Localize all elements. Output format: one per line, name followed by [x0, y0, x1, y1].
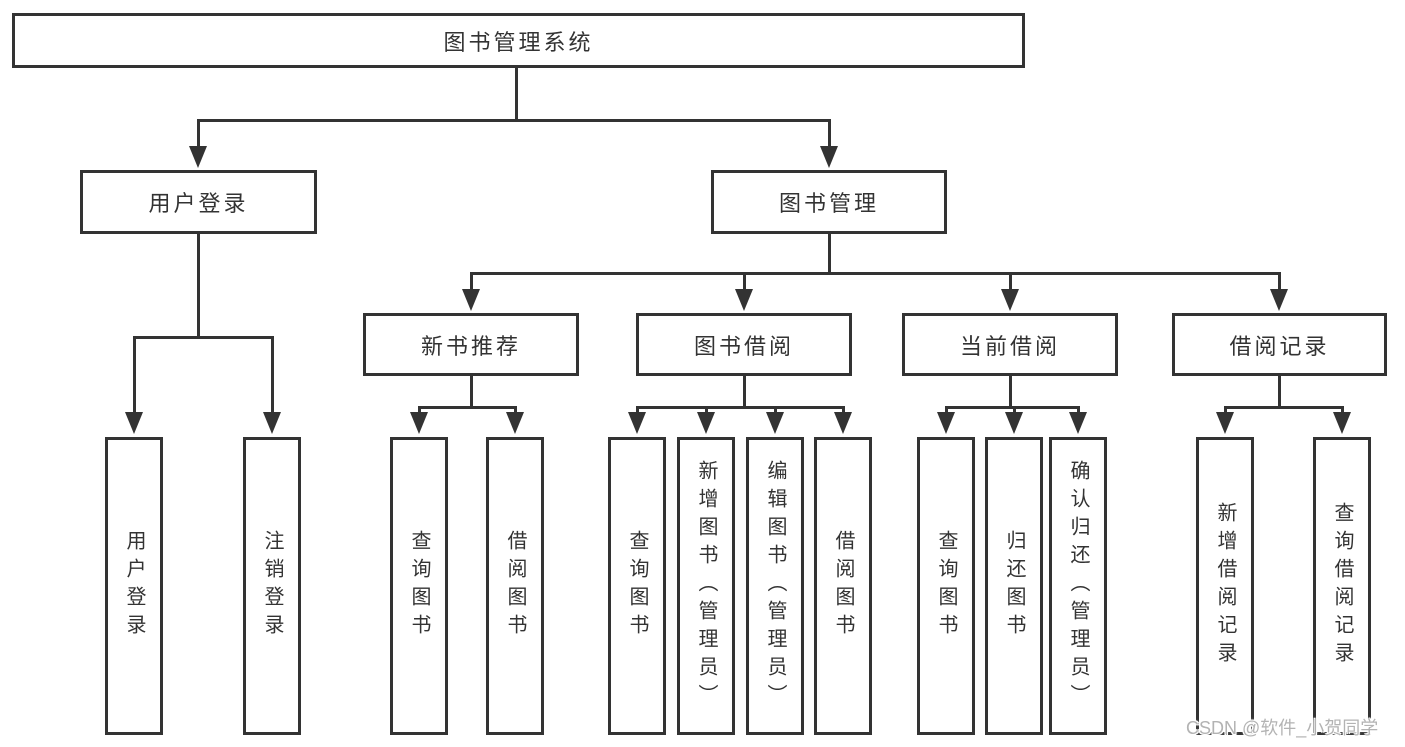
node-label: 图书管理系统 [443, 29, 594, 55]
node-label: 图书管理 [778, 191, 879, 216]
connector-nb-rail [418, 406, 517, 409]
leaf-label: 新增借阅记录 [1214, 502, 1236, 670]
arrowhead-to-book-management [820, 146, 838, 168]
node-book-borrow: 图书借阅 [636, 313, 852, 376]
node-user-login: 用户登录 [80, 170, 317, 234]
leaf-nb-borrow-books: 借阅图书 [486, 437, 544, 735]
leaf-label: 新增图书（管理员） [695, 460, 717, 712]
connector-shaft-bb-query [636, 406, 639, 416]
connector-shaft-cb-return [1013, 406, 1016, 416]
arrowhead-to-leaf-logout [263, 412, 281, 434]
connector-shaft-nb-query [418, 406, 421, 416]
leaf-nb-query-books: 查询图书 [390, 437, 448, 735]
connector-shaft-book-management [828, 119, 831, 150]
csdn-watermark: CSDN @软件_小贺同学 [1186, 718, 1379, 738]
connector-level1-rail [197, 119, 831, 122]
arrowhead-to-nb-query [410, 412, 428, 434]
connector-shaft-new-book-recommend [470, 272, 473, 292]
leaf-label: 查询借阅记录 [1331, 502, 1353, 670]
node-label: 新书推荐 [420, 333, 521, 359]
connector-shaft-br-query [1341, 406, 1344, 416]
connector-br-trunk [1278, 374, 1281, 407]
node-label: 当前借阅 [959, 333, 1060, 359]
leaf-label: 编辑图书（管理员） [764, 460, 786, 712]
connector-cb-trunk [1009, 374, 1012, 407]
leaf-label: 用户登录 [123, 530, 145, 642]
leaf-cb-query-books: 查询图书 [917, 437, 975, 735]
connector-bb-rail [636, 406, 845, 409]
connector-shaft-borrow-records [1278, 272, 1281, 292]
connector-book-management-trunk [828, 232, 831, 273]
node-new-book-recommend: 新书推荐 [363, 313, 579, 376]
leaf-label: 借阅图书 [504, 530, 526, 642]
connector-br-rail [1224, 406, 1344, 409]
leaf-bb-query-books: 查询图书 [608, 437, 666, 735]
leaf-label: 归还图书 [1003, 530, 1025, 642]
node-label: 借阅记录 [1229, 333, 1330, 359]
connector-shaft-leaf-logout [271, 336, 274, 416]
arrowhead-to-bb-query [628, 412, 646, 434]
connector-shaft-nb-borrow [514, 406, 517, 416]
arrowhead-to-borrow-records [1270, 289, 1288, 311]
connector-cb-rail [945, 406, 1080, 409]
connector-shaft-bb-borrow [842, 406, 845, 416]
leaf-user-login: 用户登录 [105, 437, 163, 735]
connector-shaft-cb-confirm [1077, 406, 1080, 416]
arrowhead-to-leaf-user-login [125, 412, 143, 434]
connector-shaft-cb-query [945, 406, 948, 416]
arrowhead-to-bb-edit [766, 412, 784, 434]
node-label: 图书借阅 [693, 333, 794, 359]
leaf-logout: 注销登录 [243, 437, 301, 735]
leaf-cb-confirm-return-admin: 确认归还（管理员） [1049, 437, 1107, 735]
connector-root-trunk [515, 66, 518, 120]
connector-shaft-book-borrow [743, 272, 746, 292]
connector-shaft-user-login [197, 119, 200, 150]
arrowhead-to-br-query [1333, 412, 1351, 434]
arrowhead-to-nb-borrow [506, 412, 524, 434]
node-label: 用户登录 [148, 191, 249, 216]
node-library-management-system: 图书管理系统 [12, 13, 1025, 68]
arrowhead-to-br-add [1216, 412, 1234, 434]
leaf-cb-return-books: 归还图书 [985, 437, 1043, 735]
connector-shaft-br-add [1224, 406, 1227, 416]
arrowhead-to-cb-return [1005, 412, 1023, 434]
arrowhead-to-user-login [189, 146, 207, 168]
node-borrow-records: 借阅记录 [1172, 313, 1387, 376]
connector-nb-trunk [470, 374, 473, 407]
connector-shaft-bb-add [705, 406, 708, 416]
arrowhead-to-current-borrow [1001, 289, 1019, 311]
leaf-label: 借阅图书 [832, 530, 854, 642]
arrowhead-to-cb-confirm [1069, 412, 1087, 434]
connector-user-login-rail [133, 336, 274, 339]
arrowhead-to-bb-add [697, 412, 715, 434]
connector-bb-trunk [743, 374, 746, 407]
leaf-label: 注销登录 [261, 530, 283, 642]
arrowhead-to-bb-borrow [834, 412, 852, 434]
leaf-label: 查询图书 [935, 530, 957, 642]
connector-shaft-bb-edit [774, 406, 777, 416]
leaf-label: 查询图书 [626, 530, 648, 642]
leaf-br-add-record: 新增借阅记录 [1196, 437, 1254, 735]
arrowhead-to-cb-query [937, 412, 955, 434]
leaf-label: 查询图书 [408, 530, 430, 642]
connector-user-login-trunk [197, 232, 200, 337]
leaf-bb-edit-books-admin: 编辑图书（管理员） [746, 437, 804, 735]
leaf-label: 确认归还（管理员） [1067, 460, 1089, 712]
leaf-br-query-record: 查询借阅记录 [1313, 437, 1371, 735]
leaf-bb-borrow-books: 借阅图书 [814, 437, 872, 735]
connector-level2-rail [470, 272, 1281, 275]
node-current-borrow: 当前借阅 [902, 313, 1118, 376]
connector-shaft-leaf-user-login [133, 336, 136, 416]
connector-shaft-current-borrow [1009, 272, 1012, 292]
arrowhead-to-book-borrow [735, 289, 753, 311]
node-book-management: 图书管理 [711, 170, 947, 234]
arrowhead-to-new-book-recommend [462, 289, 480, 311]
leaf-bb-add-books-admin: 新增图书（管理员） [677, 437, 735, 735]
